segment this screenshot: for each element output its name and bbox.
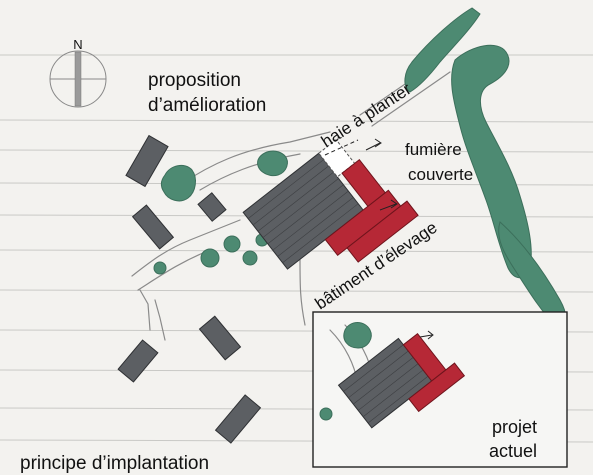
- label-proposition-line2: d’amélioration: [148, 95, 266, 116]
- tree: [257, 150, 288, 177]
- farm-complex-proposition: [242, 139, 419, 270]
- new-building-inset-low: [408, 362, 466, 413]
- tree: [161, 164, 196, 202]
- forest-strip-tail: [498, 221, 567, 327]
- arrow-batiment: [379, 203, 397, 211]
- tree: [343, 322, 372, 349]
- tree: [153, 261, 167, 275]
- tree: [242, 250, 258, 266]
- compass-north-label: N: [73, 37, 82, 52]
- houses-top-plan: [117, 134, 262, 444]
- label-fumiere-line1: fumière: [405, 140, 462, 159]
- forest-strip-right: [451, 44, 532, 279]
- tree: [223, 235, 241, 253]
- label-fumiere-line2: couverte: [408, 165, 473, 184]
- tree: [319, 407, 333, 421]
- house: [117, 339, 159, 383]
- forest-strip-upper: [404, 7, 481, 93]
- house: [131, 204, 175, 250]
- hedge-dashed-line: [324, 139, 359, 156]
- label-haie-a-planter: haie à planter: [318, 79, 415, 151]
- arrow-inset: [419, 334, 433, 338]
- label-principe-implantation: principe d’implantation: [20, 453, 209, 474]
- label-projet-line2: actuel: [489, 441, 537, 461]
- forest-band: [404, 7, 567, 327]
- tree: [200, 248, 220, 268]
- compass-rose: N: [49, 37, 107, 108]
- inset-current-project: [312, 311, 568, 468]
- new-annex-building: [341, 158, 386, 208]
- label-proposition-line1: proposition: [148, 70, 241, 91]
- house: [197, 192, 227, 222]
- house: [214, 394, 262, 444]
- new-livestock-building-extension: [346, 200, 419, 263]
- house: [125, 134, 169, 188]
- house: [198, 315, 242, 361]
- arrow-fumiere: [365, 142, 381, 151]
- compass-needle: [74, 51, 82, 107]
- label-projet-line1: projet: [492, 417, 537, 437]
